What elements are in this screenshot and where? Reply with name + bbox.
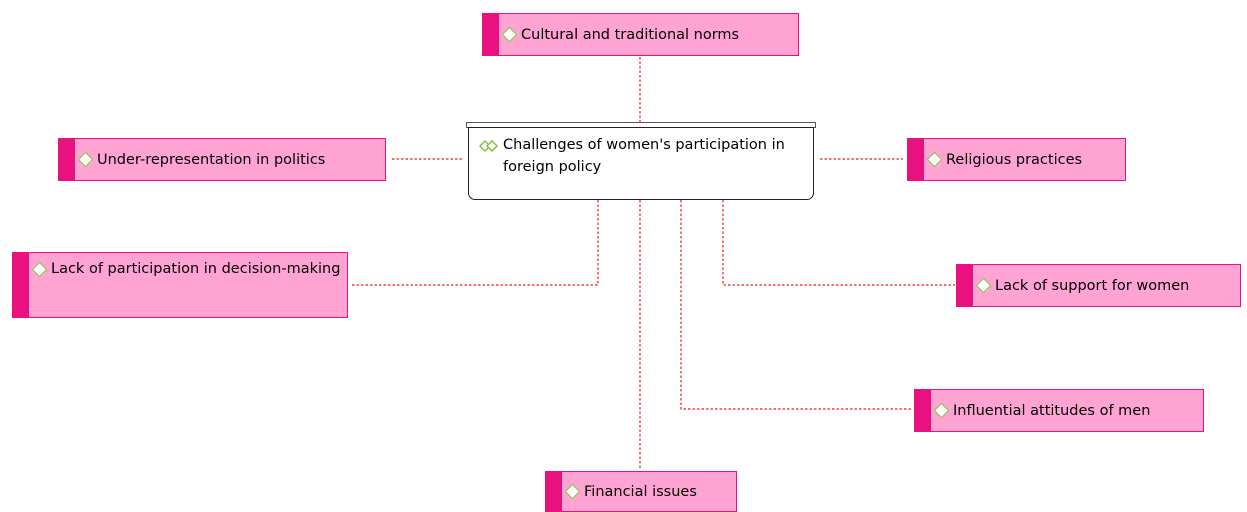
node-religious-practices[interactable]: Religious practices <box>907 138 1126 181</box>
node-lack-of-support[interactable]: Lack of support for women <box>956 264 1241 307</box>
diamond-icon <box>564 483 581 500</box>
central-topic-node[interactable]: Challenges of women's participation in f… <box>468 127 814 200</box>
connector-support <box>722 200 955 286</box>
diamond-icon <box>77 151 94 168</box>
diamond-icon <box>926 151 943 168</box>
node-label: Financial issues <box>584 483 697 500</box>
node-label: Under-representation in politics <box>97 151 326 168</box>
diamond-icon <box>31 261 48 278</box>
diamond-icon <box>933 402 950 419</box>
diamond-icon <box>975 277 992 294</box>
node-label: Religious practices <box>946 151 1083 168</box>
node-financial-issues[interactable]: Financial issues <box>545 471 737 512</box>
node-cultural-norms[interactable]: Cultural and traditional norms <box>482 13 799 56</box>
node-influential-attitudes[interactable]: Influential attitudes of men <box>914 389 1204 432</box>
connector-decision-making <box>350 200 599 286</box>
node-label: Cultural and traditional norms <box>521 26 740 43</box>
central-topic-label: Challenges of women's participation in f… <box>503 137 785 175</box>
node-label: Lack of support for women <box>995 277 1190 294</box>
node-under-representation[interactable]: Under-representation in politics <box>58 138 386 181</box>
node-decision-making[interactable]: Lack of participation in decision-making <box>12 252 348 318</box>
node-label: Influential attitudes of men <box>953 402 1151 419</box>
connector-attitudes <box>680 200 913 410</box>
node-label: Lack of participation in decision-making <box>51 261 341 277</box>
double-diamond-icon <box>479 140 498 152</box>
diamond-icon <box>501 26 518 43</box>
